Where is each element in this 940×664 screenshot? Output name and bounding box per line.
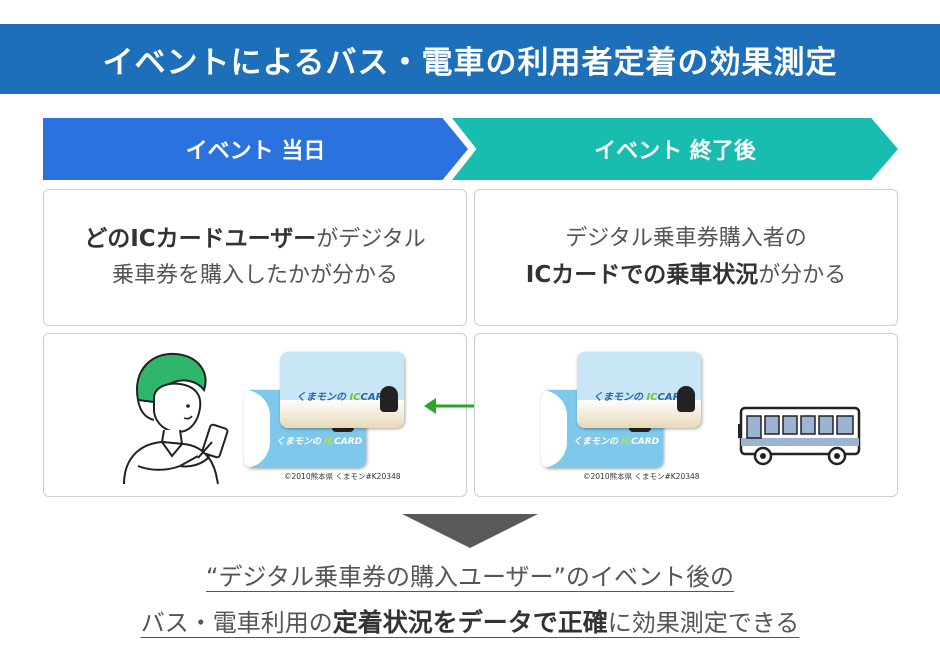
- right-description-line-1: デジタル乗車券購入者の: [565, 226, 807, 251]
- ic-card-front: くまモンの ICCARD: [280, 352, 404, 428]
- step-after-event: イベント 終了後: [452, 118, 898, 180]
- card-wave-decoration-right: [541, 390, 567, 468]
- card-front-name-right: くまモンの ICCARD: [593, 392, 689, 403]
- card-back-name: くまモンの ICCARD: [276, 437, 363, 447]
- left-description-box: どのICカードユーザーがデジタル 乗車券を購入したかが分かる: [43, 189, 467, 326]
- right-illustration-box: くまモンの ICCARD ©2010熊本県 くまモン#K20348 くまモンの …: [474, 333, 898, 497]
- step-event-day: イベント 当日: [43, 118, 468, 180]
- left-description-line-2: 乗車券を購入したかが分かる: [111, 263, 398, 288]
- copyright-left: ©2010熊本県 くまモン#K20348: [284, 472, 401, 481]
- copyright-right: ©2010熊本県 くまモン#K20348: [583, 472, 700, 481]
- title-banner: イベントによるバス・電車の利用者定着の効果測定: [0, 24, 940, 94]
- right-description-box: デジタル乗車券購入者の ICカードでの乗車状況が分かる: [474, 189, 898, 326]
- bus-icon: [738, 406, 861, 466]
- step-after-event-label: イベント 終了後: [594, 139, 756, 164]
- kumamon-front-right-icon: [677, 386, 695, 412]
- person-with-smartphone-icon: [123, 352, 229, 485]
- conclusion-line-2-text: バス・電車利用の定着状況をデータで正確に効果測定できる: [140, 608, 800, 637]
- right-description-line-2: ICカードでの乗車状況が分かる: [526, 257, 846, 294]
- down-arrow-icon: [402, 514, 538, 548]
- card-back-name-right: くまモンの ICCARD: [573, 437, 660, 447]
- card-wave-decoration: [244, 390, 270, 468]
- right-description-line-2-rest: が分かる: [758, 263, 847, 288]
- left-description-line-1-rest: がデジタル: [316, 227, 426, 252]
- ic-card-front-right: くまモンの ICCARD: [577, 352, 701, 428]
- card-front-name: くまモンの ICCARD: [296, 392, 392, 403]
- left-description-highlight: どのICカードユーザー: [84, 226, 317, 252]
- page-title: イベントによるバス・電車の利用者定着の効果測定: [102, 44, 838, 81]
- conclusion-line-1: “デジタル乗車券の購入ユーザー”のイベント後の: [0, 557, 940, 592]
- left-description-line-1: どのICカードユーザーがデジタル: [84, 221, 426, 258]
- right-description-highlight: ICカードでの乗車状況: [525, 262, 759, 288]
- step-event-day-label: イベント 当日: [185, 139, 326, 164]
- kumamon-front-icon: [380, 386, 398, 412]
- conclusion-line-1-text: “デジタル乗車券の購入ユーザー”のイベント後の: [206, 563, 734, 591]
- left-illustration-box: くまモンの ICCARD ©2010熊本県 くまモン#K20348 くまモンの …: [43, 333, 467, 497]
- conclusion-line-2: バス・電車利用の定着状況をデータで正確に効果測定できる: [0, 603, 940, 639]
